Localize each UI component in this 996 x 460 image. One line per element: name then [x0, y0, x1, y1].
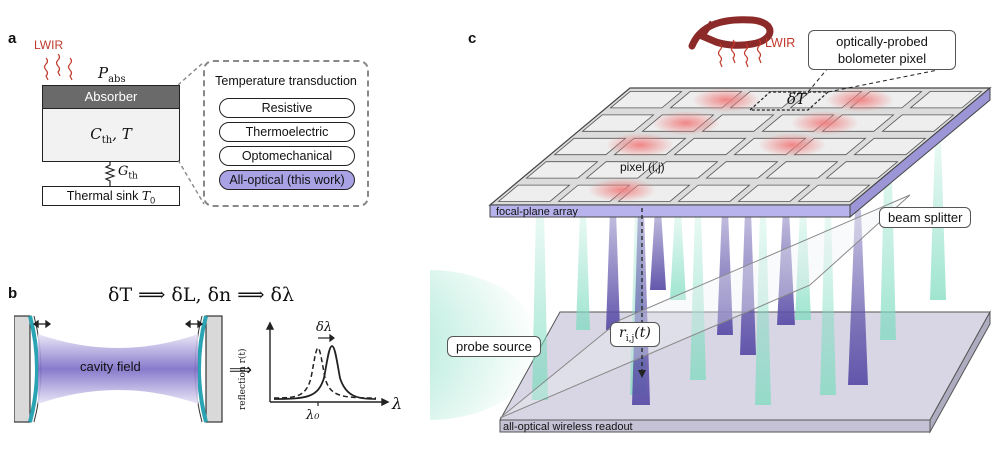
reflection-axis-label: reflection r(t) — [238, 348, 248, 410]
thermal-link-spring — [104, 162, 116, 186]
heat-capacity-label: Cth, T — [90, 125, 132, 146]
lwir-label-a: LWIR — [34, 38, 64, 52]
absorber-block: Absorber Cth, T — [42, 85, 180, 162]
thermal-conductance-label: Gth — [118, 164, 138, 182]
fpa-pixel — [497, 184, 571, 202]
fpa-pixel — [609, 91, 683, 109]
absorber-label: Absorber — [43, 86, 179, 109]
pixel-callout-box: optically-probed bolometer pixel — [808, 30, 956, 70]
panel-a-letter: a — [8, 30, 17, 47]
fpa-pixel — [677, 184, 751, 202]
reflection-plot — [265, 321, 390, 407]
lwir-label-c: LWIR — [765, 36, 796, 50]
fpa-pixel — [705, 161, 779, 179]
reflection-signal-label: ri,j(t) — [610, 322, 660, 347]
fpa-pixel — [797, 184, 871, 202]
fpa-pixel — [737, 184, 811, 202]
lambda-axis-label: λ — [392, 394, 403, 413]
fpa-pixel — [825, 161, 899, 179]
fpa-pixel — [645, 161, 719, 179]
dashed-connector — [178, 61, 205, 205]
transduction-equation: δT ⟹ δL, δn ⟹ δλ — [108, 284, 295, 306]
panel-b-letter: b — [8, 285, 18, 302]
focal-plane-label: focal-plane array — [496, 206, 578, 218]
lambda0-label: λ₀ — [306, 408, 320, 423]
pixel-callout-line2: bolometer pixel — [837, 51, 927, 66]
delta-lambda-label: δλ — [316, 320, 333, 335]
transduction-box: Temperature transduction Resistive Therm… — [203, 60, 369, 207]
fpa-pixel — [853, 137, 927, 156]
fpa-pixel — [585, 161, 659, 179]
fpa-pixel — [909, 91, 983, 109]
transduction-all-optical: All-optical (this work) — [219, 170, 355, 190]
probe-source-label: probe source — [447, 336, 541, 357]
panel-c-letter: c — [468, 30, 477, 47]
fpa-pixel — [525, 161, 599, 179]
transduction-thermoelectric: Thermoelectric — [219, 122, 355, 142]
beam-splitter-label: beam splitter — [879, 207, 972, 228]
transduction-optomechanical: Optomechanical — [219, 146, 355, 166]
p-abs-label: Pabs — [98, 64, 126, 85]
fpa-pixel — [673, 137, 747, 156]
implies-arrow: ⟹ — [229, 362, 252, 379]
readout-plate-label: all-optical wireless readout — [503, 421, 633, 433]
fpa-pixel — [765, 161, 839, 179]
cavity-field-label: cavity field — [80, 359, 141, 374]
pixel-ij-label: pixel (i,j) — [620, 160, 665, 174]
pixel-callout-line1: optically-probed — [836, 34, 928, 49]
cavity-diagram — [14, 315, 223, 423]
fpa-pixel — [881, 114, 955, 132]
lwir-arrows-a — [43, 53, 73, 81]
transduction-resistive: Resistive — [219, 98, 355, 118]
fpa-pixel — [581, 114, 655, 132]
delta-t-label: δT — [787, 90, 807, 108]
thermal-sink: Thermal sink T0 — [42, 186, 180, 206]
panel-c-illustration — [430, 16, 992, 434]
transduction-title: Temperature transduction — [215, 74, 357, 88]
